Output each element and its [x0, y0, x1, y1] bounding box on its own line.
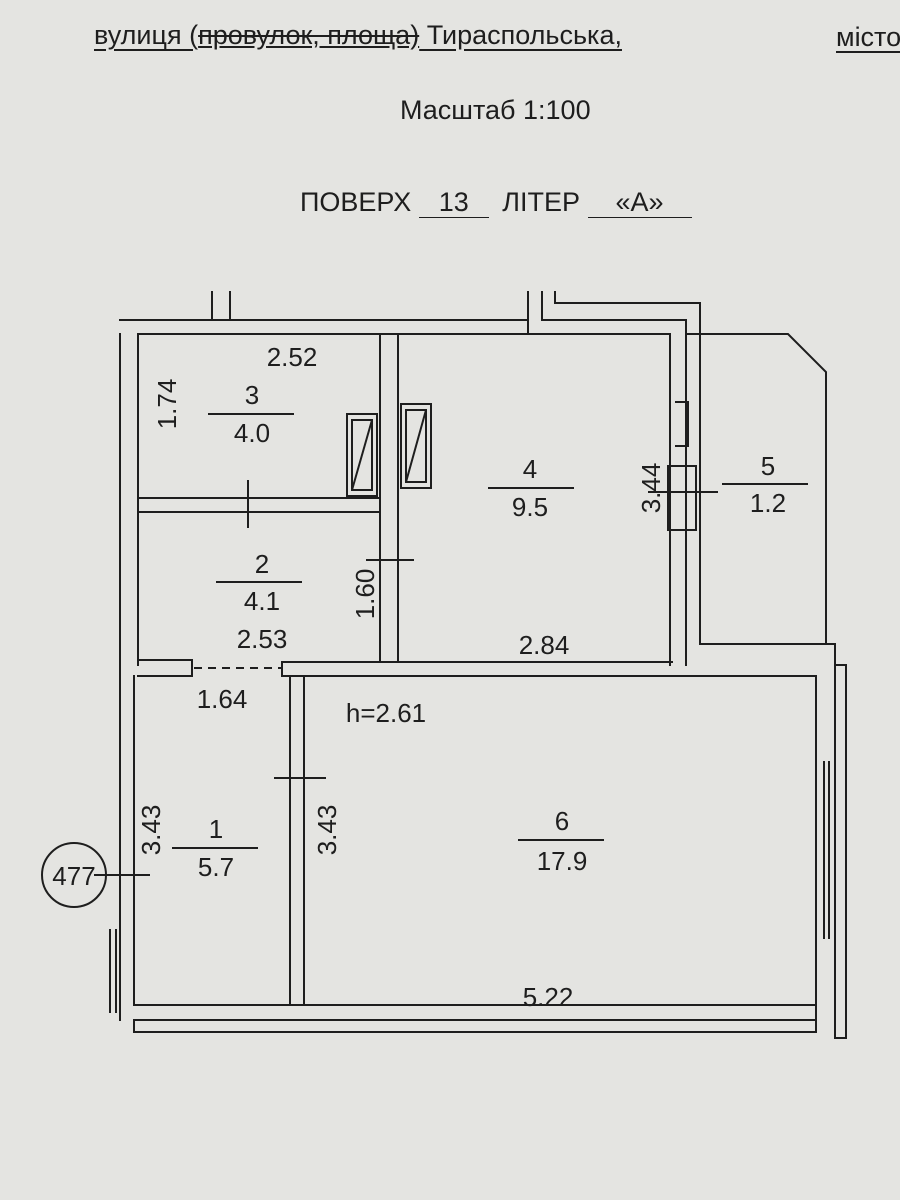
- dim-room6-height: 3.43: [312, 805, 342, 856]
- room-3-number: 3: [245, 380, 259, 410]
- city-label: місто: [836, 22, 900, 52]
- city-label-text: місто: [836, 22, 900, 52]
- dim-hall-width: 1.64: [197, 684, 248, 714]
- floor-label: ПОВЕРХ: [300, 187, 412, 217]
- partition-3-2: [137, 497, 381, 513]
- room5-outline: [685, 333, 827, 645]
- dim-room4-width: 2.84: [519, 630, 570, 660]
- room-labels: 3 4.0 2 4.1 4 9.5 5 1.2 1 5.7 6 17.9: [198, 380, 786, 882]
- room-5-number: 5: [761, 451, 775, 481]
- letter-label: ЛІТЕР: [502, 187, 580, 217]
- address-line: вулиця (провулок, площа) Тираспольська,: [94, 20, 622, 50]
- floor-value: 13: [418, 187, 489, 218]
- room-6-area: 17.9: [537, 846, 588, 876]
- marker-circle: [41, 842, 107, 908]
- letter-value: «А»: [587, 187, 692, 218]
- room-2-area: 4.1: [244, 586, 280, 616]
- room-2-number: 2: [255, 549, 269, 579]
- room-4-number: 4: [523, 454, 537, 484]
- dim-room1-height: 3.43: [136, 805, 166, 856]
- bottom-wall-outer: [133, 1019, 817, 1033]
- street-struck-options: провулок, площа): [198, 20, 420, 50]
- scale-label: Масштаб 1:100: [400, 95, 591, 125]
- room-4-area: 9.5: [512, 492, 548, 522]
- room6-east-wall: [834, 664, 847, 1039]
- room-1-number: 1: [209, 814, 223, 844]
- hall-stub: [137, 659, 193, 677]
- shaft-wall-outer: [554, 291, 836, 1039]
- marker-number: 477: [52, 861, 95, 891]
- room-1-area: 5.7: [198, 852, 234, 882]
- door-frame: [667, 465, 697, 531]
- dim-room4-height: 3.44: [636, 463, 666, 514]
- dim-room2-height: 1.60: [350, 569, 380, 620]
- dim-room3-width: 2.52: [267, 342, 318, 372]
- room-6-number: 6: [555, 806, 569, 836]
- street-name: Тираспольська,: [419, 20, 622, 50]
- walls: [109, 291, 847, 1039]
- vent-box-right: [400, 403, 432, 489]
- room-3-area: 4.0: [234, 418, 270, 448]
- dimension-labels: 2.52 1.74 2.53 1.60 2.84 3.44 1.64 3.43 …: [136, 342, 666, 1012]
- door-frame: [675, 401, 689, 447]
- street-prefix: вулиця (: [94, 20, 199, 50]
- room-5-area: 1.2: [750, 488, 786, 518]
- top-wall-inner: [137, 333, 671, 666]
- dim-room6-width: 5.22: [523, 982, 574, 1012]
- dim-room3-height: 1.74: [152, 379, 182, 430]
- ceiling-height: h=2.61: [346, 698, 426, 728]
- ventilation-shaft-icon: [346, 403, 432, 497]
- vent-box-left: [346, 413, 378, 497]
- dim-room2-width: 2.53: [237, 624, 288, 654]
- floor-line: ПОВЕРХ 13 ЛІТЕР «А»: [300, 187, 692, 218]
- section-marker: 477: [41, 842, 107, 908]
- dimension-ticks: [94, 413, 808, 876]
